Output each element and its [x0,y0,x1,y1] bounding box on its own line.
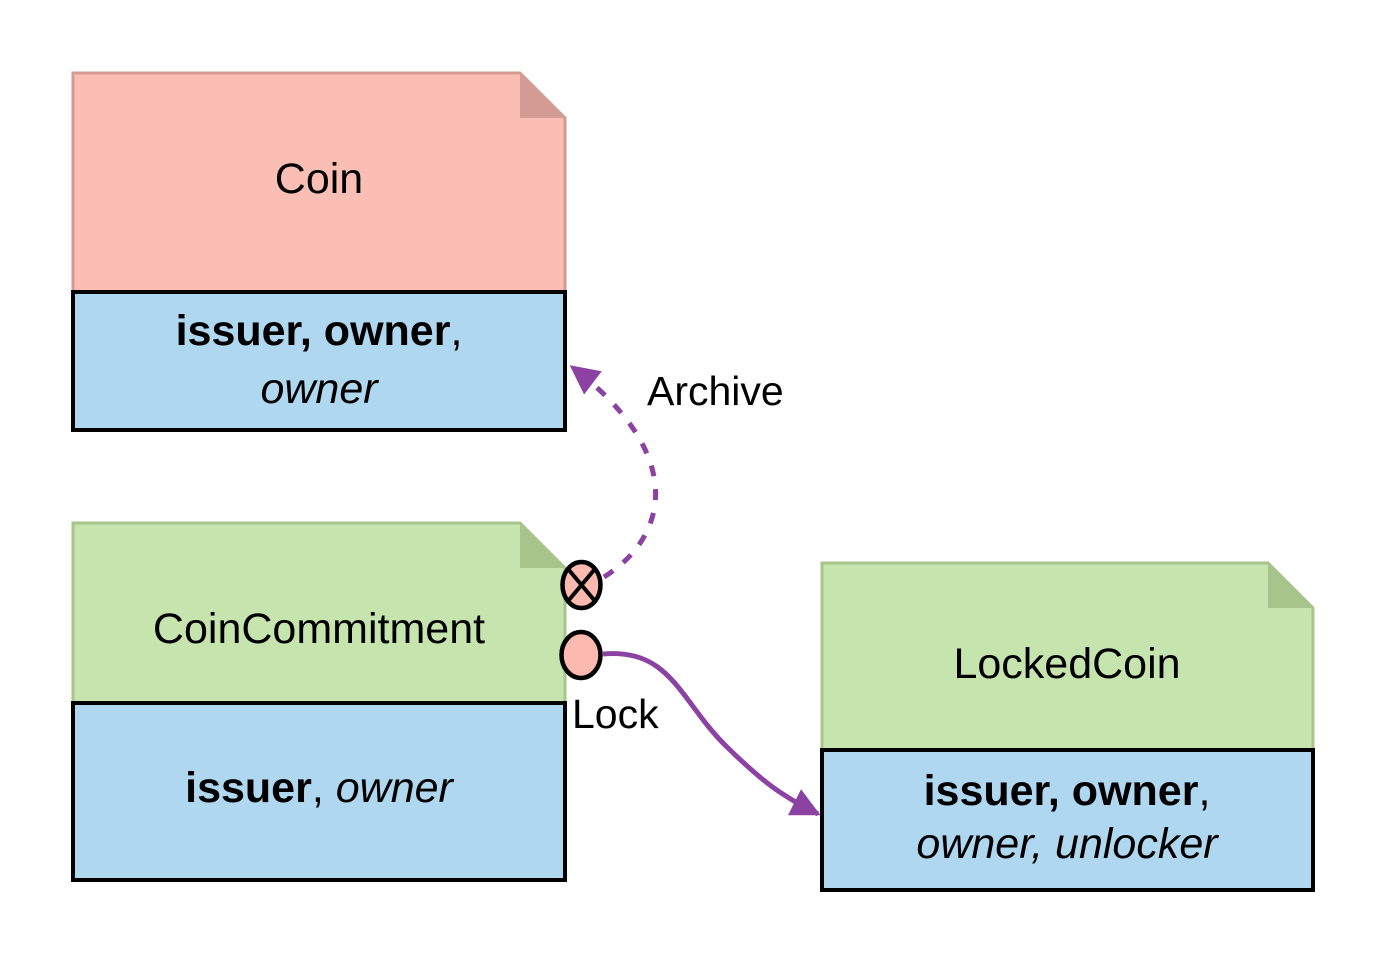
state-node-locked-coin: LockedCoin issuer, owner, owner, unlocke… [820,561,1315,892]
coin-fold-corner-icon [520,73,565,118]
locked-coin-attrs-tail: , [1198,767,1210,815]
coin-attrs-bold: issuer, owner [176,307,451,355]
locked-coin-header [820,561,1315,752]
coin-commitment-attrs-tail: , [312,764,336,812]
state-node-coin: Coin issuer, owner, owner [71,71,567,432]
locked-coin-attributes-box [820,748,1315,892]
locked-coin-attrs-bold: issuer, owner [924,767,1199,815]
coin-commitment-attributes-box [71,701,567,882]
coin-commitment-attributes-line1: issuer, owner [185,764,454,812]
lock-label: Lock [572,691,659,737]
coin-attributes-line2: owner [260,365,379,413]
state-node-coin-commitment: CoinCommitment issuer, owner [71,521,567,882]
circle-cross-icon [560,559,603,611]
coin-attributes-line1: issuer, owner, [176,307,463,355]
lock-transition-arrow [602,651,821,817]
transition-archive: Archive [569,365,784,580]
transition-lock: Lock [572,651,821,817]
coin-commitment-title: CoinCommitment [153,605,485,653]
coin-commitment-header [71,521,567,705]
archive-label: Archive [647,368,784,414]
coin-header [71,71,567,294]
coin-attrs-tail: , [450,307,462,355]
circle-icon [559,629,603,681]
archive-transition-arrow [569,365,658,580]
coin-commitment-fold-corner-icon [520,523,565,568]
locked-coin-attributes-line2: owner, unlocker [916,820,1219,868]
coin-title: Coin [275,155,363,203]
locked-coin-fold-corner-icon [1268,563,1313,608]
locked-coin-title: LockedCoin [953,640,1180,688]
coin-attributes-box [71,290,567,432]
coin-commitment-attrs-bold: issuer [185,764,312,812]
locked-coin-attributes-line1: issuer, owner, [924,767,1211,815]
coin-commitment-attrs-italic: owner [336,764,455,812]
